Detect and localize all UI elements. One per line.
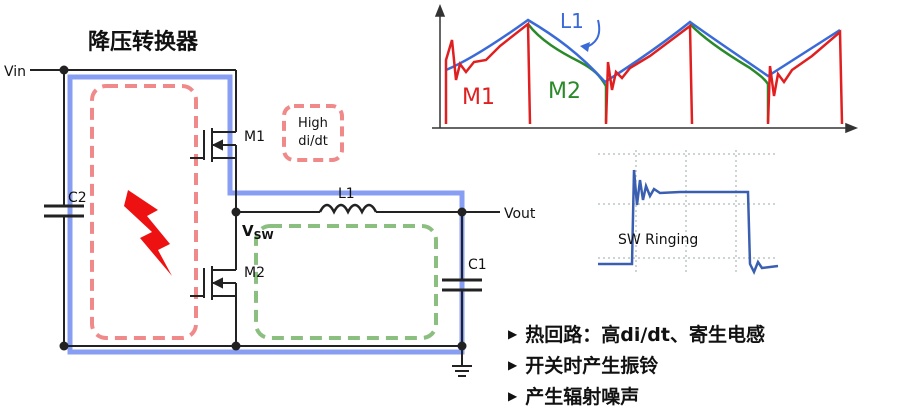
hot-loop-box: [90, 84, 198, 340]
ringing-scope-grid: [598, 150, 778, 272]
bullet-item: ▶ 开关时产生振铃: [508, 349, 765, 380]
bullet-marker-icon: ▶: [508, 326, 518, 341]
m2-waveform-label: M2: [548, 79, 581, 104]
m1-waveform-label: M1: [462, 85, 495, 110]
c2-label: C2: [68, 190, 87, 206]
bullet-text: 产生辐射噪声: [525, 386, 640, 408]
vin-label: Vin: [4, 64, 26, 80]
bullet-list: ▶ 热回路：高di/dt、寄生电感 ▶ 开关时产生振铃 ▶ 产生辐射噪声: [508, 318, 765, 411]
bullet-item: ▶ 产生辐射噪声: [508, 380, 765, 411]
waveform-axes: [432, 3, 859, 134]
m1-label: M1: [244, 129, 265, 145]
circuit-nodes: [59, 65, 467, 351]
mosfet-m2: [190, 266, 237, 300]
bullet-marker-icon: ▶: [508, 357, 518, 372]
ringing-waveform: [598, 169, 779, 276]
diagram-title: 降压转换器: [88, 30, 199, 55]
bullet-text: 热回路：高di/dt、寄生电感: [525, 324, 765, 346]
vout-label: Vout: [504, 206, 536, 222]
high-didt-box: [282, 104, 344, 162]
circuit-wires: [30, 69, 500, 377]
ringing-label: SW Ringing: [618, 232, 698, 248]
capacitor-c2: [44, 204, 84, 218]
capacitor-c1: [442, 278, 482, 292]
bullet-marker-icon: ▶: [508, 388, 518, 403]
m2-label: M2: [244, 265, 265, 281]
m1-waveform: [444, 21, 844, 125]
l1-label: L1: [338, 186, 355, 202]
lightning-icon: [124, 190, 172, 276]
bullet-text: 开关时产生振铃: [525, 355, 659, 377]
inductor-l1: [318, 203, 378, 215]
c1-label: C1: [468, 257, 487, 273]
m2-waveform: [527, 23, 770, 122]
mosfet-m1: [190, 128, 237, 162]
output-loop-box: [254, 224, 438, 340]
high-didt-line1: High: [298, 116, 328, 131]
high-didt-note: High di/dt: [284, 106, 342, 160]
bullet-item: ▶ 热回路：高di/dt、寄生电感: [508, 318, 765, 349]
vsw-label: VSW: [242, 222, 274, 242]
l1-waveform: [445, 18, 841, 84]
l1-waveform-label: L1: [560, 9, 584, 33]
hot-loop-path: [67, 74, 465, 355]
high-didt-line2: di/dt: [298, 134, 328, 149]
